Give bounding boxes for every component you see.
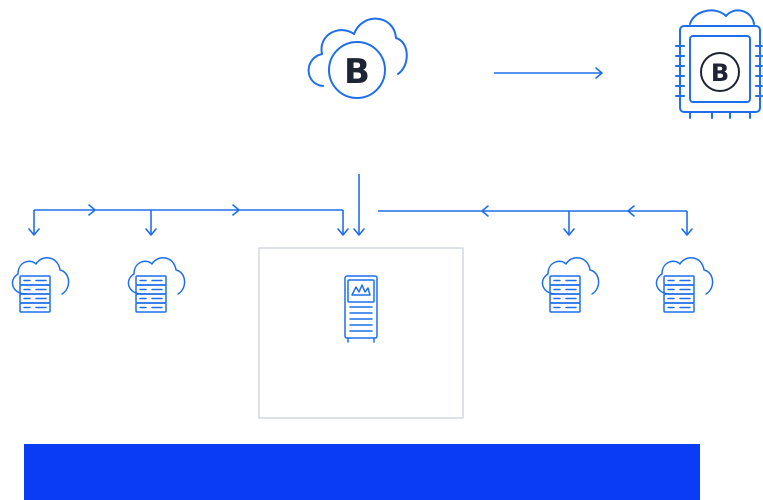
top-arrow bbox=[494, 67, 603, 79]
compromised-server-icon bbox=[344, 275, 378, 343]
connector-lines bbox=[28, 174, 693, 236]
cloud-server-icon bbox=[655, 257, 714, 313]
server-b-logo-icon: B bbox=[675, 9, 763, 119]
footer-banner bbox=[24, 444, 700, 500]
server-logo-letter: B bbox=[711, 59, 729, 87]
center-panel bbox=[258, 247, 464, 419]
cloud-server-icon bbox=[127, 257, 186, 313]
cloud-b-logo-icon: B bbox=[307, 17, 408, 99]
cloud-server-icon bbox=[541, 257, 600, 313]
cloud-logo-letter: B bbox=[344, 52, 370, 92]
cloud-server-icon bbox=[11, 257, 70, 313]
